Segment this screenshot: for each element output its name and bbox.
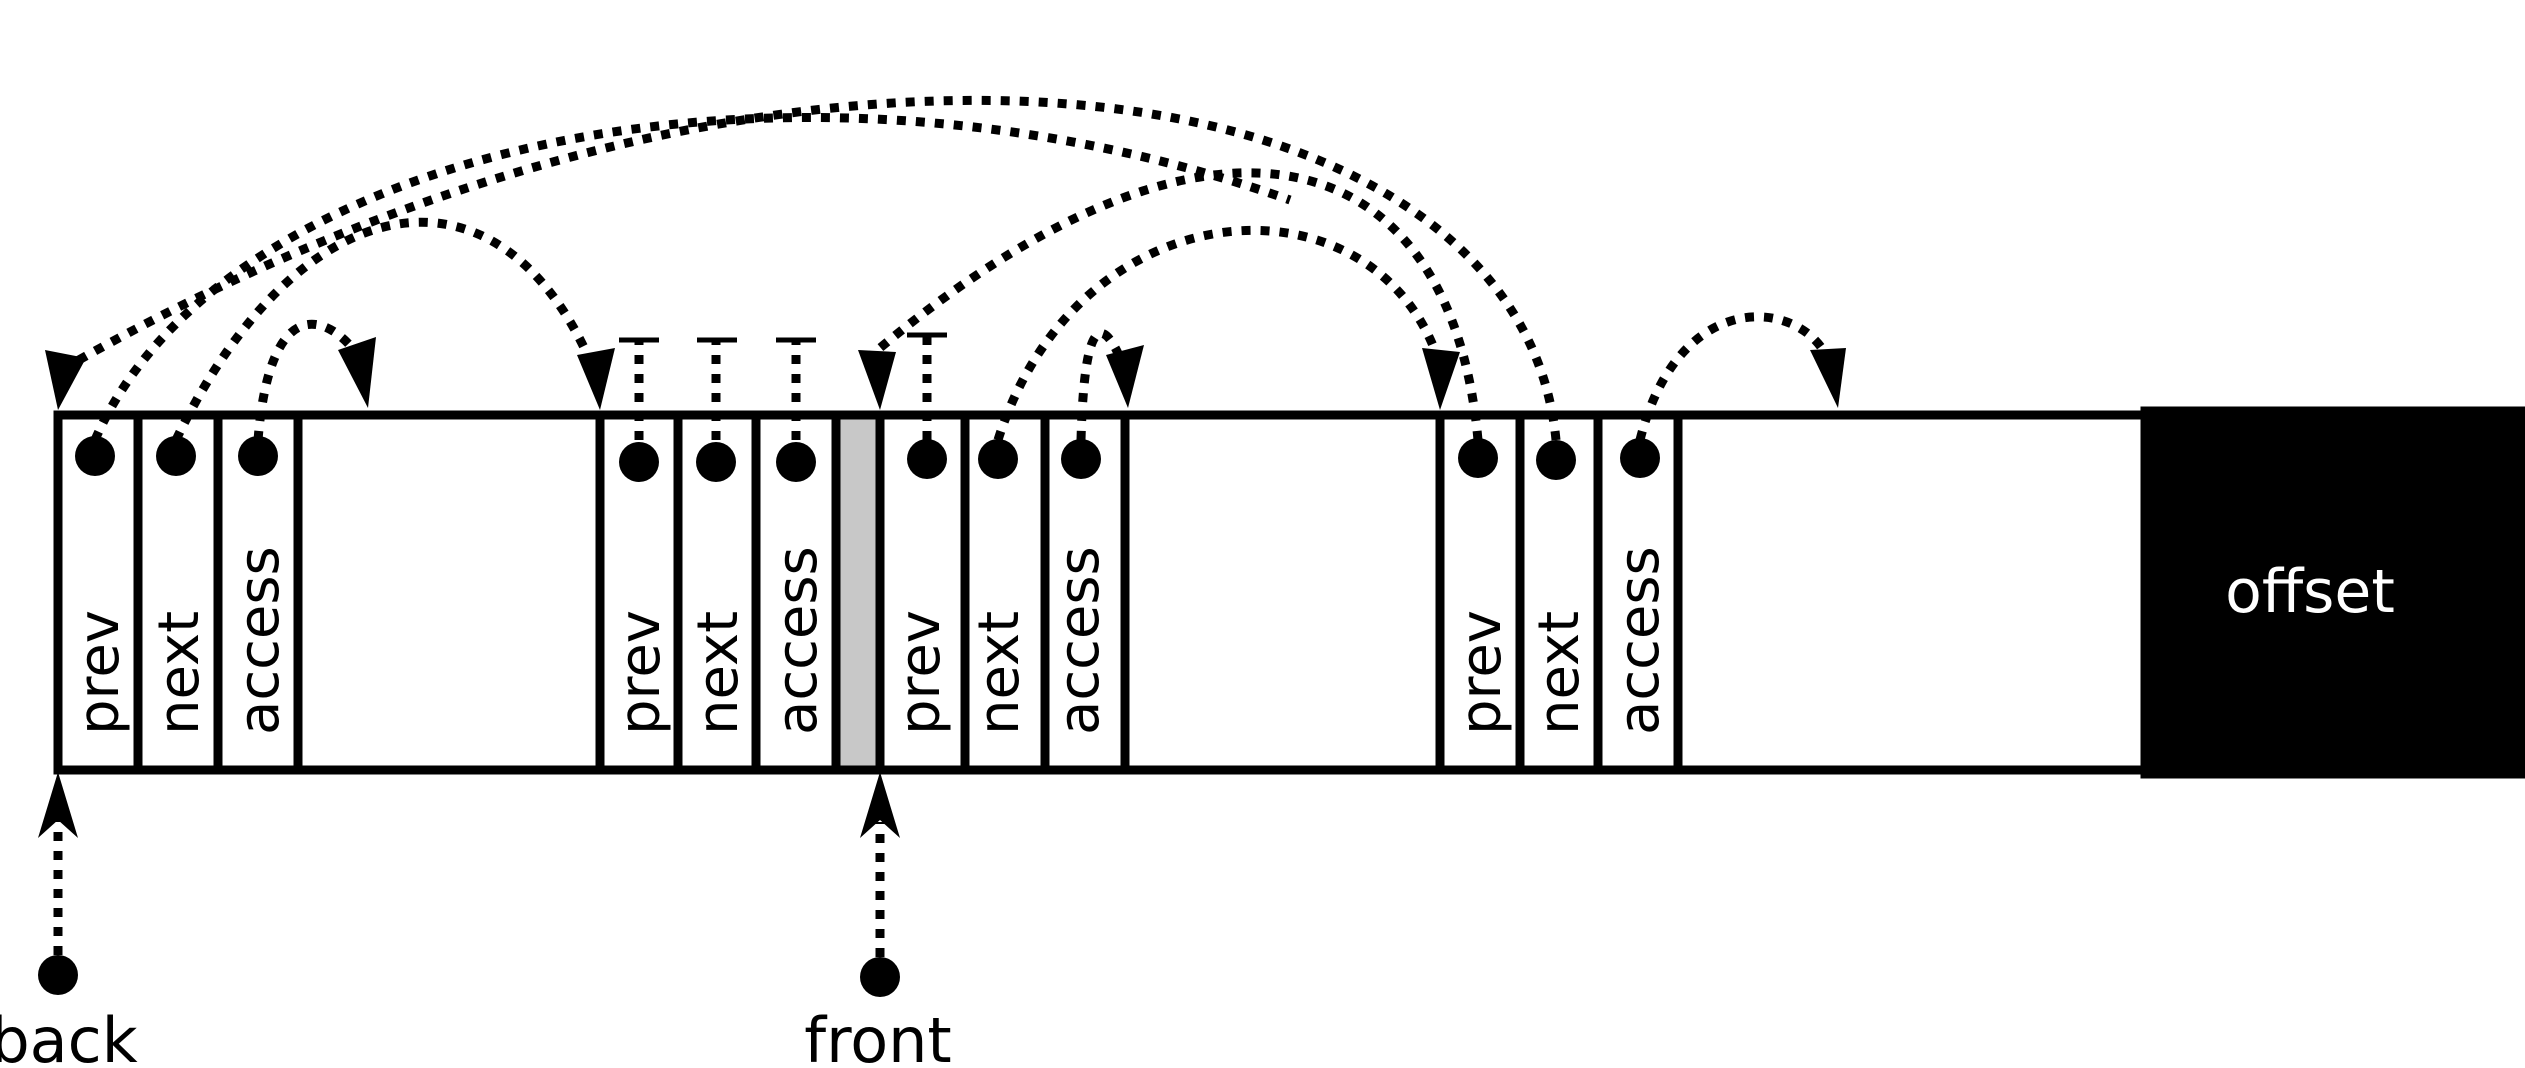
arrowhead-block4-access	[1810, 348, 1846, 408]
block-2-next-pointer-dot	[696, 442, 736, 482]
block-3-prev-pointer-dot	[907, 439, 947, 479]
block-4-access-pointer-dot	[1620, 438, 1660, 478]
arrowhead-block2-start	[577, 348, 615, 410]
block-1-prev-label: prev	[67, 610, 132, 735]
block-2-padding	[831, 410, 885, 775]
block-2-prev-pointer-dot	[619, 442, 659, 482]
block-4-next-label: next	[1527, 611, 1592, 735]
arrowhead-block3-access	[1106, 345, 1144, 408]
block-1-prev-pointer-dot	[75, 436, 115, 476]
arc-block4-next-to-block1	[67, 95, 1561, 441]
back-pointer: back	[0, 772, 138, 1068]
offset-label: offset	[2225, 557, 2395, 627]
block-4-next-pointer-dot	[1536, 440, 1576, 480]
block-3-next-label: next	[967, 611, 1032, 735]
block-3: prev next access	[875, 410, 1445, 775]
arc-block4-access	[1635, 312, 1835, 442]
block-4-prev-pointer-dot	[1458, 438, 1498, 478]
back-pointer-arrowhead	[38, 772, 78, 838]
arrowhead-block4-start	[1422, 348, 1460, 410]
block-2-prev-label: prev	[608, 610, 673, 735]
block-1-access-field	[213, 410, 303, 775]
block-3-access-label: access	[1047, 546, 1112, 735]
block-3-access-pointer-dot	[1061, 439, 1101, 479]
block-2-next-label: next	[686, 611, 751, 735]
block-1-access-label: access	[227, 546, 292, 735]
pointer-arcs	[67, 95, 1835, 442]
block-4-prev-label: prev	[1449, 610, 1514, 735]
block-2-access-label: access	[765, 546, 830, 735]
block-3-prev-label: prev	[888, 610, 953, 735]
block-1-next-pointer-dot	[156, 436, 196, 476]
arrowheads	[45, 337, 1846, 410]
block-3-next-pointer-dot	[978, 439, 1018, 479]
front-pointer-arrowhead	[860, 772, 900, 838]
block-2-access-pointer-dot	[776, 442, 816, 482]
arc-block4-prev-to-block3	[857, 168, 1483, 441]
front-label: front	[804, 1004, 952, 1068]
null-pointers	[619, 332, 947, 440]
arc-block1-prev-to-block4	[90, 112, 1292, 442]
arc-block1-next-to-block2	[171, 217, 597, 442]
arrowhead-block3-start	[858, 350, 896, 410]
arrowhead-block1-start	[45, 350, 86, 410]
offset-box	[2140, 406, 2525, 779]
back-label: back	[0, 1004, 138, 1068]
block-2: prev next access	[595, 410, 885, 775]
back-pointer-dot	[38, 955, 78, 995]
front-pointer: front	[804, 772, 952, 1068]
arc-block3-next-to-block4	[993, 225, 1445, 442]
block-1-access-pointer-dot	[238, 436, 278, 476]
block-1-next-label: next	[147, 611, 212, 735]
block-4: prev next access	[1435, 410, 2150, 775]
offset-block: offset	[2140, 406, 2525, 779]
arrowhead-block1-access	[338, 337, 376, 408]
block-4-access-label: access	[1607, 546, 1672, 735]
block-1: prev next access	[53, 410, 605, 775]
front-pointer-dot	[860, 957, 900, 997]
block-3-prev-field	[875, 410, 970, 775]
